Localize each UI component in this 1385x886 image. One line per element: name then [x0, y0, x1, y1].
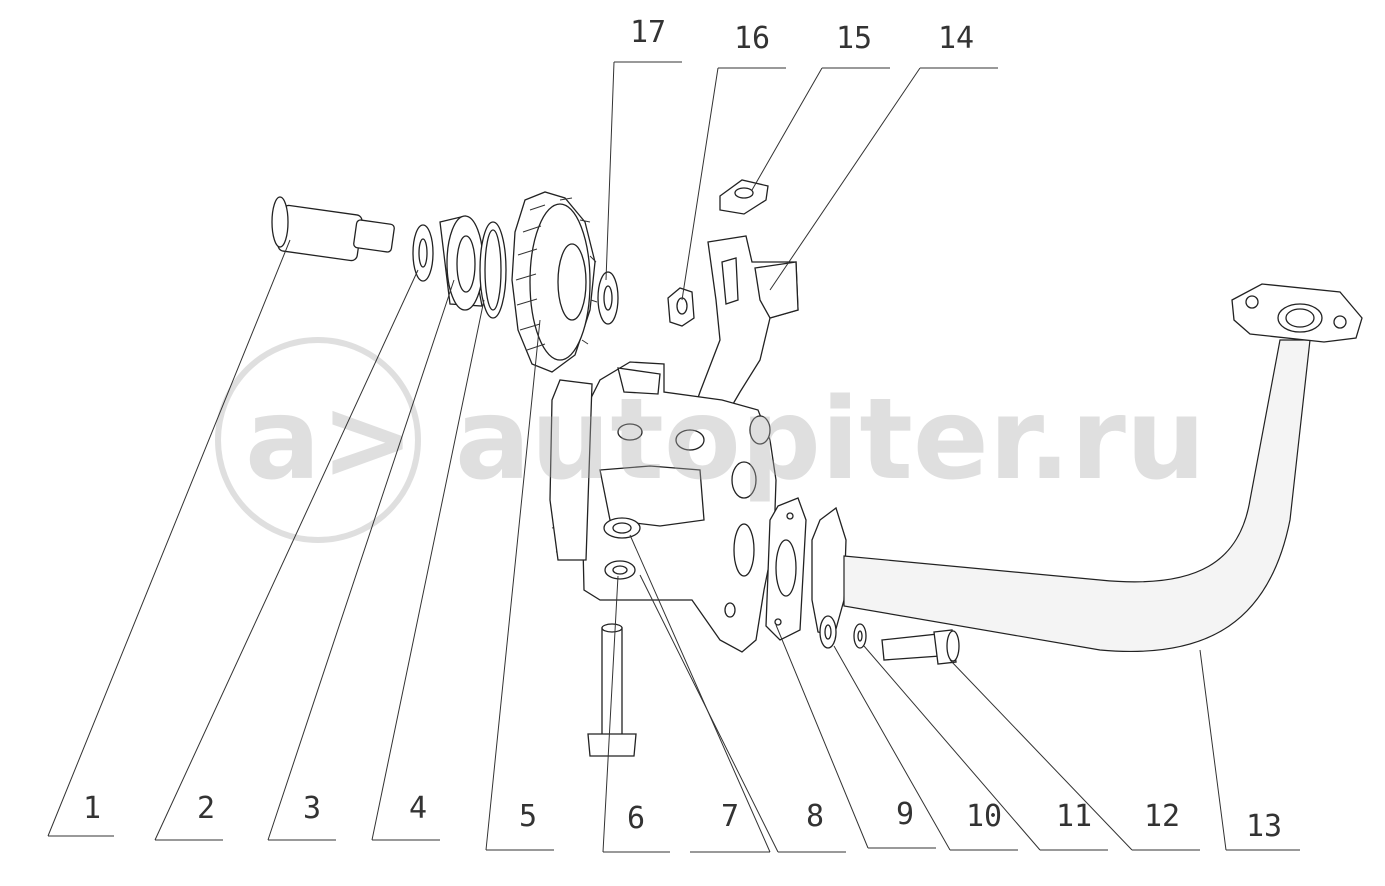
part-13-pipe — [811, 283, 1363, 653]
leader-13 — [1199, 649, 1300, 851]
callout-4: 4 — [409, 791, 427, 826]
callout-17: 17 — [630, 15, 666, 50]
leader-9 — [775, 624, 936, 849]
leader-3 — [267, 279, 455, 841]
leader-12 — [949, 659, 1200, 851]
leader-16 — [681, 67, 786, 301]
leader-1 — [47, 239, 291, 837]
callout-11: 11 — [1056, 799, 1092, 834]
leader-4 — [371, 299, 485, 841]
part-17-washer — [597, 271, 619, 325]
callout-13: 13 — [1246, 809, 1282, 844]
part-3-bearing — [439, 215, 484, 311]
leader-11 — [863, 645, 1108, 851]
leader-8 — [639, 574, 846, 853]
callout-1: 1 — [83, 791, 101, 826]
watermark-logo-ring — [215, 337, 421, 543]
callout-5: 5 — [519, 799, 537, 834]
part-4-snap-ring — [479, 221, 507, 319]
leader-10 — [833, 645, 1018, 851]
watermark-logo-glyphs: a> — [245, 375, 414, 505]
callout-3: 3 — [303, 791, 321, 826]
part-15-square-nut — [719, 179, 769, 215]
callout-6: 6 — [627, 801, 645, 836]
part-16-nut — [667, 287, 695, 327]
leader-6 — [602, 575, 670, 853]
callout-14: 14 — [938, 21, 974, 56]
leader-5 — [485, 319, 554, 851]
leader-lines — [47, 61, 1300, 853]
leader-7 — [629, 534, 771, 853]
part-2-washer — [412, 224, 434, 282]
callout-12: 12 — [1144, 799, 1180, 834]
callout-labels: 1 2 3 4 5 6 7 8 9 10 11 12 13 14 15 16 1… — [83, 15, 1282, 844]
leader-14 — [769, 67, 998, 291]
part-5-gear — [511, 191, 598, 373]
callout-8: 8 — [806, 799, 824, 834]
watermark: a> autopiter.ru — [215, 337, 1206, 543]
callout-7: 7 — [721, 799, 739, 834]
leader-17 — [605, 61, 682, 281]
watermark-text: autopiter.ru — [455, 375, 1206, 505]
callout-9: 9 — [896, 797, 914, 832]
leader-2 — [154, 269, 419, 841]
callout-2: 2 — [197, 791, 215, 826]
callout-16: 16 — [734, 21, 770, 56]
part-11-washer — [853, 623, 867, 649]
part-12-screw — [881, 629, 960, 665]
callout-15: 15 — [836, 21, 872, 56]
part-10-washer — [819, 615, 837, 649]
part-1-shaft — [271, 196, 395, 262]
part-7-washer — [604, 560, 636, 580]
callout-10: 10 — [966, 799, 1002, 834]
leader-15 — [751, 67, 890, 191]
part-9-gasket — [765, 497, 807, 641]
part-8-washer — [603, 517, 641, 539]
part-14-bracket — [685, 235, 799, 441]
